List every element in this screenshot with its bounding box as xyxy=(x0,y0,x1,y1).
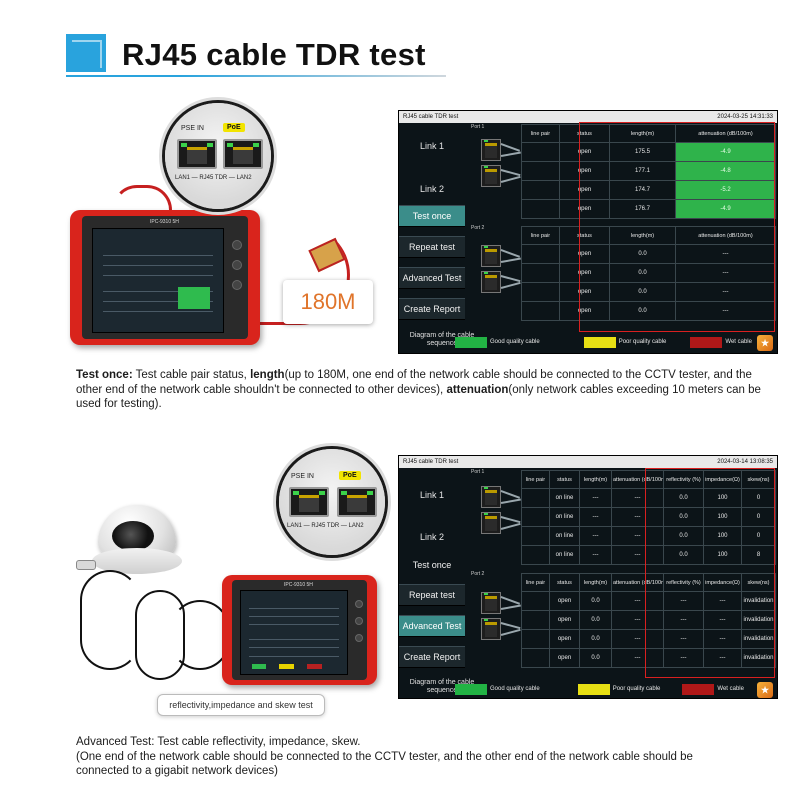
poor-swatch xyxy=(577,683,610,695)
clock: 2024-03-14 13:08:35 xyxy=(717,459,773,465)
link1-label: Link 1 xyxy=(419,141,445,151)
pse-in-label: PSE IN xyxy=(181,125,204,132)
create-report-button[interactable]: Create Report xyxy=(399,646,465,668)
link1-label: Link 1 xyxy=(419,490,445,500)
color-legend: Good quality cable Poor quality cable We… xyxy=(455,683,758,695)
tdr-screen-advanced: RJ45 cable TDR test 2024-03-14 13:08:35 … xyxy=(398,455,778,699)
link2-label: Link 2 xyxy=(419,184,445,194)
poe-badge: PoE xyxy=(339,471,361,480)
black-cable-loop-1 xyxy=(80,570,140,670)
port2-tag: Port 2 xyxy=(471,225,485,231)
clock: 2024-03-25 14:31:33 xyxy=(717,114,773,120)
port-zoom-circle-2: PSE IN PoE LAN1 — RJ45 TDR — LAN2 xyxy=(276,446,388,558)
camera-lens-icon xyxy=(112,521,154,551)
caption-test-once: Test once: Test cable pair status, lengt… xyxy=(76,369,761,411)
table-header-row: line pair status length(m) attenuation (… xyxy=(521,124,776,143)
pse-in-label: PSE IN xyxy=(291,473,314,480)
results-table-port2: line pair status length(m) attenuation (… xyxy=(521,226,776,321)
window-title: RJ45 cable TDR test xyxy=(403,459,459,465)
lan2-port xyxy=(223,139,263,169)
poor-swatch xyxy=(583,336,616,348)
color-legend: Good quality cable Poor quality cable We… xyxy=(455,336,766,348)
title-underline xyxy=(66,75,446,77)
ports-label: LAN1 — RJ45 TDR — LAN2 xyxy=(175,175,252,181)
create-report-button[interactable]: Create Report xyxy=(399,298,465,320)
app-logo-icon: ★ xyxy=(757,682,773,698)
lan2-port xyxy=(337,487,377,517)
test-once-button[interactable]: Test once xyxy=(399,205,465,227)
link2-label: Link 2 xyxy=(419,532,445,542)
port2-pin-diagram xyxy=(481,586,521,644)
good-swatch xyxy=(455,683,487,695)
advanced-test-button[interactable]: Advanced Test xyxy=(399,615,465,637)
repeat-test-button[interactable]: Repeat test xyxy=(399,236,465,258)
test-once-button[interactable]: Test once xyxy=(399,554,465,576)
good-swatch xyxy=(455,336,487,348)
black-cable-loop-3 xyxy=(170,600,230,670)
title-accent-block xyxy=(66,34,106,72)
caption-advanced-test: Advanced Test: Test cable reflectivity, … xyxy=(76,736,693,778)
port1-pin-diagram xyxy=(481,133,521,191)
port1-tag: Port 1 xyxy=(471,124,485,130)
ports-label: LAN1 — RJ45 TDR — LAN2 xyxy=(287,523,364,529)
table-header-row: line pair status length(m) attenuation (… xyxy=(521,573,776,592)
lan1-port xyxy=(177,139,217,169)
camera-plug xyxy=(76,560,96,570)
camera-base xyxy=(92,548,182,574)
length-badge: 180M xyxy=(283,280,373,324)
wet-swatch xyxy=(682,683,715,695)
page-title: RJ45 cable TDR test xyxy=(122,37,426,72)
tester-device-2: IPC-9310 5H xyxy=(222,575,377,685)
port1-pin-diagram xyxy=(481,480,521,538)
repeat-test-button[interactable]: Repeat test xyxy=(399,584,465,606)
port1-tag: Port 1 xyxy=(471,469,485,475)
tester-screen-1 xyxy=(92,228,224,333)
black-cable-loop-2 xyxy=(135,590,185,680)
table-header-row: line pair status length(m) attenuation (… xyxy=(521,470,776,489)
poe-badge: PoE xyxy=(223,123,245,132)
tester-device-1: IPC-9310 5H xyxy=(70,210,260,345)
port2-tag: Port 2 xyxy=(471,571,485,577)
table-header-row: line pair status length(m) attenuation (… xyxy=(521,226,776,245)
advanced-test-button[interactable]: Advanced Test xyxy=(399,267,465,289)
results-table-port1: line pair status length(m) attenuation (… xyxy=(521,470,776,565)
lan1-port xyxy=(289,487,329,517)
results-table-port1: line pair status length(m) attenuation (… xyxy=(521,124,776,219)
port-zoom-circle-1: PSE IN PoE LAN1 — RJ45 TDR — LAN2 xyxy=(162,100,274,212)
window-title-bar: RJ45 cable TDR test 2024-03-14 13:08:35 xyxy=(399,456,777,468)
tester-screen-2 xyxy=(240,590,348,675)
wet-swatch xyxy=(690,336,723,348)
results-table-port2: line pair status length(m) attenuation (… xyxy=(521,573,776,668)
window-title-bar: RJ45 cable TDR test 2024-03-25 14:31:33 xyxy=(399,111,777,123)
feature-callout: reflectivity,impedance and skew test xyxy=(157,694,325,716)
window-title: RJ45 cable TDR test xyxy=(403,114,459,120)
app-logo-icon: ★ xyxy=(757,335,773,351)
port2-pin-diagram xyxy=(481,239,521,297)
tdr-screen-basic: RJ45 cable TDR test 2024-03-25 14:31:33 … xyxy=(398,110,778,354)
